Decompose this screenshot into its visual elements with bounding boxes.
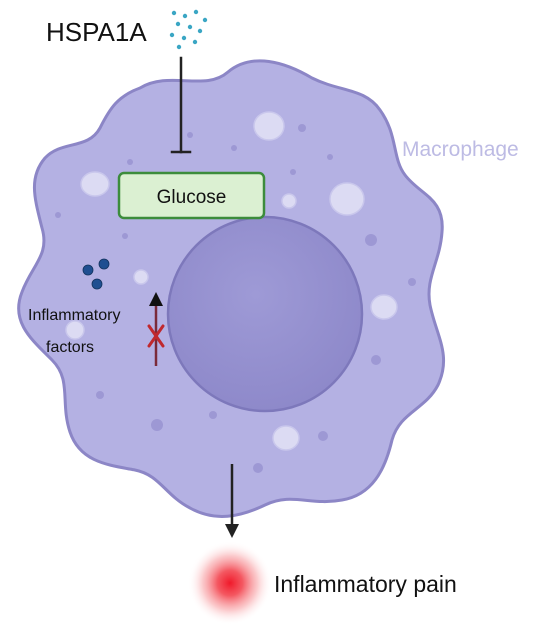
down-arrow-icon <box>225 464 239 538</box>
speck <box>122 233 128 239</box>
t-bar-inhibition-icon <box>170 56 192 154</box>
speck <box>187 132 193 138</box>
red-x-block-icon <box>147 324 165 348</box>
inflammatory-pain-label: Inflammatory pain <box>274 571 457 597</box>
speck <box>209 411 217 419</box>
speck <box>127 159 133 165</box>
speck <box>408 278 416 286</box>
hspa1a-dot <box>202 17 208 23</box>
inflammatory-dot <box>91 278 103 290</box>
hspa1a-dot <box>182 13 188 19</box>
speck <box>290 169 296 175</box>
nucleus <box>166 215 364 413</box>
vesicle <box>370 294 398 320</box>
pain-glow-icon <box>188 541 272 625</box>
macrophage-label: Macrophage <box>402 138 519 161</box>
inflammatory-dot <box>82 264 94 276</box>
speck <box>371 355 381 365</box>
speck <box>253 463 263 473</box>
hspa1a-dot <box>169 32 175 38</box>
hspa1a-dot <box>175 21 181 27</box>
hspa1a-dot <box>181 35 187 41</box>
hspa1a-dot <box>193 9 199 15</box>
glucose-box <box>117 171 266 220</box>
hspa1a-dot <box>197 28 203 34</box>
speck <box>151 419 163 431</box>
speck <box>55 212 61 218</box>
inflammatory-dot <box>98 258 110 270</box>
speck <box>318 431 328 441</box>
vesicle <box>281 193 297 209</box>
hspa1a-dot <box>192 39 198 45</box>
hspa1a-label: HSPA1A <box>46 17 147 47</box>
specks <box>55 124 416 473</box>
speck <box>298 124 306 132</box>
speck <box>96 391 104 399</box>
vesicle <box>272 425 300 451</box>
vesicle <box>80 171 110 197</box>
vesicle <box>253 111 285 141</box>
inflammatory-factor-dots <box>82 258 110 290</box>
hspa1a-dot <box>171 10 177 16</box>
hspa1a-molecule-dots <box>169 9 208 50</box>
speck <box>327 154 333 160</box>
speck <box>231 145 237 151</box>
vesicle <box>133 269 149 285</box>
inflammatory-factors-label-line2: factors <box>46 339 94 356</box>
inflammatory-factors-label-line1: Inflammatory <box>28 307 120 324</box>
vesicle <box>329 182 365 216</box>
speck <box>365 234 377 246</box>
vesicle <box>65 320 85 340</box>
hspa1a-dot <box>187 24 193 30</box>
glucose-label: Glucose <box>157 187 227 208</box>
vesicles <box>65 111 398 451</box>
hspa1a-dot <box>176 44 182 50</box>
